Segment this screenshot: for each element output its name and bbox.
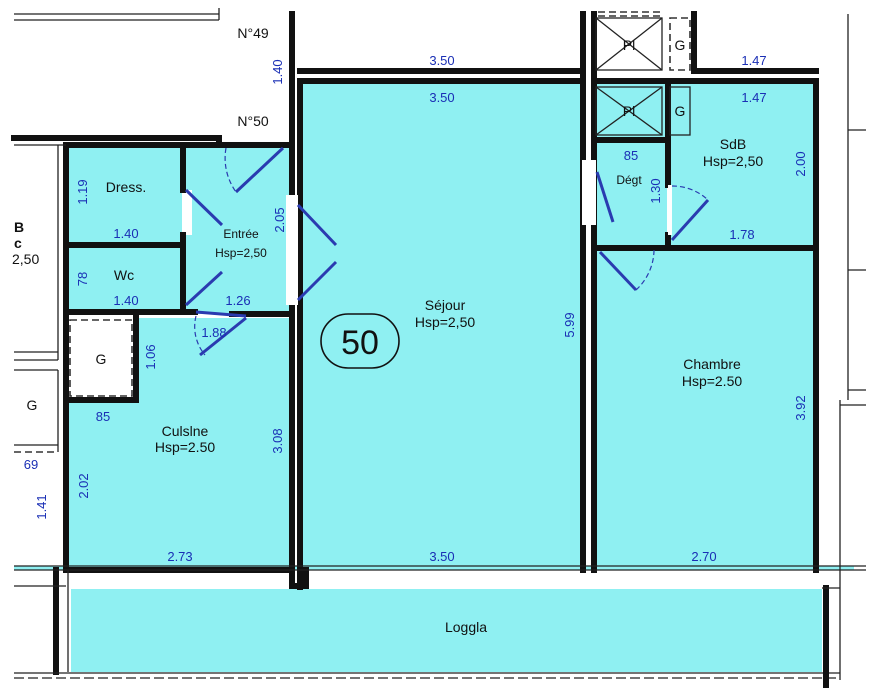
label-sejour: Séjour bbox=[425, 297, 466, 313]
label-sdb-h: Hsp=2,50 bbox=[703, 153, 764, 169]
degt-room bbox=[597, 84, 667, 246]
label-sdb: SdB bbox=[720, 136, 746, 152]
dim-cuisine-85: 85 bbox=[96, 409, 110, 424]
dim-left-69: 69 bbox=[24, 457, 38, 472]
dim-entree-126: 1.26 bbox=[225, 293, 250, 308]
dim-top-350: 3.50 bbox=[429, 53, 454, 68]
dim-dress-140: 1.40 bbox=[113, 226, 138, 241]
label-degt: Dégt bbox=[616, 173, 642, 187]
entree-door bbox=[234, 146, 285, 194]
chambre-room bbox=[597, 250, 813, 570]
dim-entree-205: 2.05 bbox=[272, 207, 287, 232]
label-n50: N°50 bbox=[237, 113, 268, 129]
dim-left-141: 1.41 bbox=[34, 494, 49, 519]
label-loggia: Loggla bbox=[445, 619, 487, 635]
label-g-cuisine: G bbox=[96, 351, 107, 367]
unit-number: 50 bbox=[341, 324, 379, 362]
dim-dress-119: 1.19 bbox=[75, 179, 90, 204]
label-chambre-h: Hsp=2.50 bbox=[682, 373, 743, 389]
dim-sejour-599: 5.99 bbox=[562, 312, 577, 337]
dim-sdb-147: 1.47 bbox=[741, 90, 766, 105]
label-n49: N°49 bbox=[237, 25, 268, 41]
dim-cuisine-308: 3.08 bbox=[270, 428, 285, 453]
sejour-room bbox=[303, 84, 581, 570]
dim-door-188: 1.88 bbox=[201, 325, 226, 340]
label-left-b: B bbox=[14, 219, 24, 235]
loggia-room bbox=[71, 589, 822, 672]
unit-bubble bbox=[320, 313, 400, 369]
dim-top-147: 1.47 bbox=[741, 53, 766, 68]
label-g-top: G bbox=[675, 37, 686, 53]
label-left-h: 2,50 bbox=[12, 251, 39, 267]
label-cuisine-h: Hsp=2.50 bbox=[155, 439, 216, 455]
entree-room bbox=[186, 148, 289, 314]
label-g-left: G bbox=[27, 397, 38, 413]
dim-degt-130: 1.30 bbox=[648, 178, 663, 203]
label-entree: Entrée bbox=[223, 227, 259, 241]
dim-wc-140: 1.40 bbox=[113, 293, 138, 308]
label-entree-h: Hsp=2,50 bbox=[215, 246, 267, 260]
dim-sdb-200: 2.00 bbox=[793, 151, 808, 176]
dim-cuisine-273: 2.73 bbox=[167, 549, 192, 564]
label-dress: Dress. bbox=[106, 179, 146, 195]
label-sejour-h: Hsp=2,50 bbox=[415, 314, 476, 330]
dim-cuisine-106: 1.06 bbox=[143, 344, 158, 369]
top-strip bbox=[14, 566, 854, 570]
dim-sejour-350-bot: 3.50 bbox=[429, 549, 454, 564]
label-wc: Wc bbox=[114, 267, 134, 283]
label-cuisine: Culslne bbox=[162, 423, 209, 439]
dim-wc-78: 78 bbox=[75, 272, 90, 286]
label-left-c: c bbox=[14, 235, 22, 251]
dim-degt-85: 85 bbox=[624, 148, 638, 163]
cuisine-g-box bbox=[69, 319, 133, 397]
dim-chambre-392: 3.92 bbox=[793, 395, 808, 420]
dim-cuisine-202: 2.02 bbox=[76, 473, 91, 498]
label-pl-top: Pl bbox=[623, 37, 635, 53]
sdb-room bbox=[671, 84, 813, 246]
dim-v-140: 1.40 bbox=[270, 59, 285, 84]
label-g-mid: G bbox=[675, 103, 686, 119]
label-pl-mid: Pl bbox=[623, 103, 635, 119]
wc-room bbox=[69, 248, 182, 309]
dim-sdb-178: 1.78 bbox=[729, 227, 754, 242]
dim-sejour-350-top: 3.50 bbox=[429, 90, 454, 105]
dim-chambre-270: 2.70 bbox=[691, 549, 716, 564]
dressing-room bbox=[69, 148, 182, 242]
label-chambre: Chambre bbox=[683, 356, 741, 372]
